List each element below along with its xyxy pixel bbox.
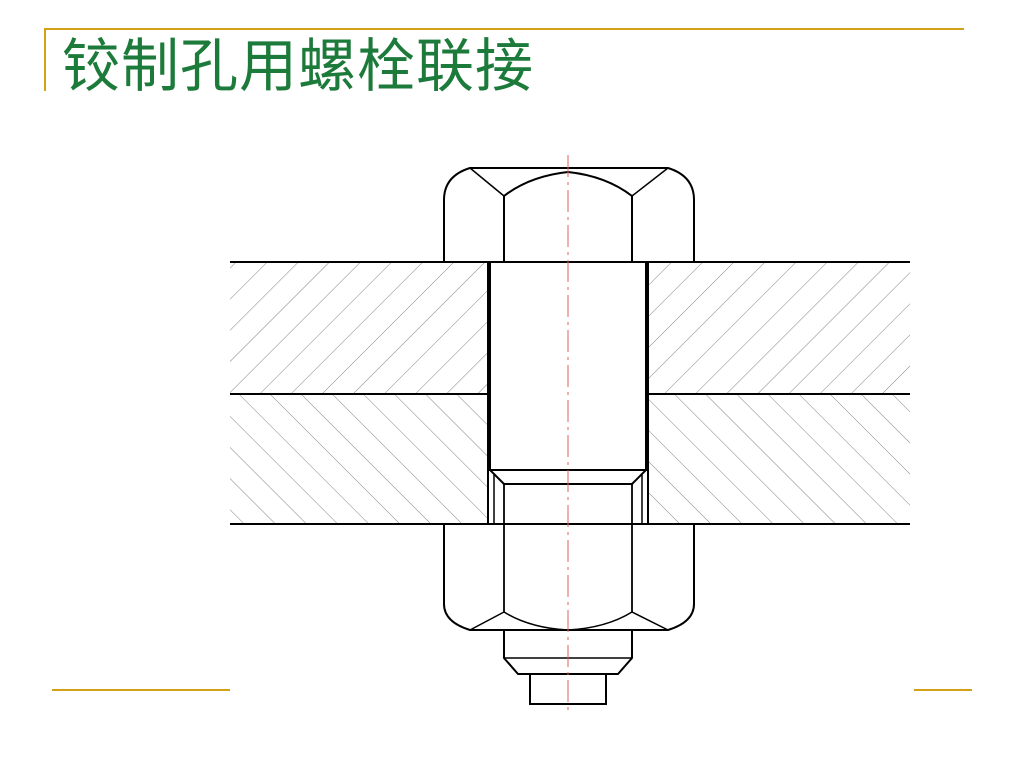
slide-title: 铰制孔用螺栓联接	[62, 32, 535, 100]
title-top-rule	[44, 28, 964, 30]
footer-rule-right	[914, 689, 972, 691]
bolt-head	[443, 167, 695, 263]
lower-plate	[230, 394, 910, 524]
title-accent-bar	[44, 29, 46, 91]
upper-plate	[230, 262, 910, 394]
footer-rule-left	[52, 689, 230, 691]
nut	[443, 484, 695, 631]
plate-outlines	[230, 261, 910, 525]
